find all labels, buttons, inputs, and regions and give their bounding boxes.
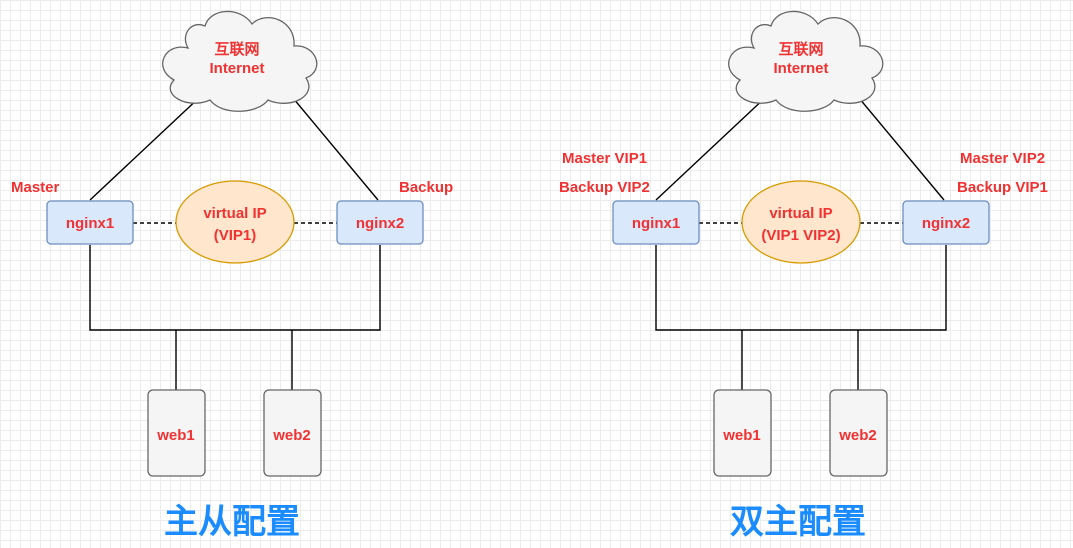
left-nginx2-label: nginx2 xyxy=(356,215,404,232)
right-cloud-label-en: Internet xyxy=(773,60,828,77)
right-link-cloud-nginx1 xyxy=(655,94,769,201)
right-connectors xyxy=(655,91,947,390)
left-lan-bus xyxy=(89,245,381,331)
right-nginx2-role-2: Backup VIP1 xyxy=(957,179,1048,196)
right-web2-node: web2 xyxy=(829,389,888,477)
left-web2-node: web2 xyxy=(263,389,322,477)
left-cloud-label-en: Internet xyxy=(209,60,264,77)
right-link-cloud-nginx2 xyxy=(853,91,945,201)
left-connectors xyxy=(89,91,381,390)
left-cloud-label-cn: 互联网 xyxy=(214,41,259,58)
left-virtual-ip-node: virtual IP (VIP1) xyxy=(175,180,295,264)
right-nginx1-role-1: Master VIP1 xyxy=(562,150,648,167)
left-vip-label-2: (VIP1) xyxy=(214,227,257,244)
right-virtual-ip-node: virtual IP (VIP1 VIP2) xyxy=(741,180,861,264)
left-web2-label: web2 xyxy=(272,427,311,444)
left-backup-label: Backup xyxy=(399,179,454,196)
cloud-icon xyxy=(162,10,318,112)
right-web1-label: web1 xyxy=(722,427,761,444)
left-diagram: 互联网 Internet nginx1 nginx2 virtual IP (V… xyxy=(46,10,424,477)
right-nginx1-label: nginx1 xyxy=(632,215,680,232)
right-nginx2-role-1: Master VIP2 xyxy=(960,150,1046,167)
right-nginx2-label: nginx2 xyxy=(922,215,970,232)
right-diagram: 互联网 Internet nginx1 nginx2 virtual IP (V… xyxy=(612,10,990,477)
cloud-icon xyxy=(728,10,884,112)
right-vip-label-2: (VIP1 VIP2) xyxy=(761,227,840,244)
left-nginx1-node: nginx1 xyxy=(46,200,134,245)
right-nginx1-role-2: Backup VIP2 xyxy=(559,179,650,196)
left-nginx2-node: nginx2 xyxy=(336,200,424,245)
right-nginx1-node: nginx1 xyxy=(612,200,700,245)
right-vip-label-1: virtual IP xyxy=(769,205,832,222)
left-internet-cloud: 互联网 Internet xyxy=(162,10,318,112)
right-title: 双主配置 xyxy=(730,502,866,542)
left-vip-label-1: virtual IP xyxy=(203,205,266,222)
right-internet-cloud: 互联网 Internet xyxy=(728,10,884,112)
right-nginx2-node: nginx2 xyxy=(902,200,990,245)
right-web2-label: web2 xyxy=(838,427,877,444)
left-web1-label: web1 xyxy=(156,427,195,444)
left-link-cloud-nginx1 xyxy=(89,94,203,201)
left-title: 主从配置 xyxy=(164,502,300,542)
left-nginx1-label: nginx1 xyxy=(66,215,114,232)
right-cloud-label-cn: 互联网 xyxy=(778,41,823,58)
right-lan-bus xyxy=(655,245,947,331)
right-web1-node: web1 xyxy=(713,389,772,477)
left-link-cloud-nginx2 xyxy=(287,91,379,201)
left-master-label: Master xyxy=(11,179,60,196)
left-web1-node: web1 xyxy=(147,389,206,477)
